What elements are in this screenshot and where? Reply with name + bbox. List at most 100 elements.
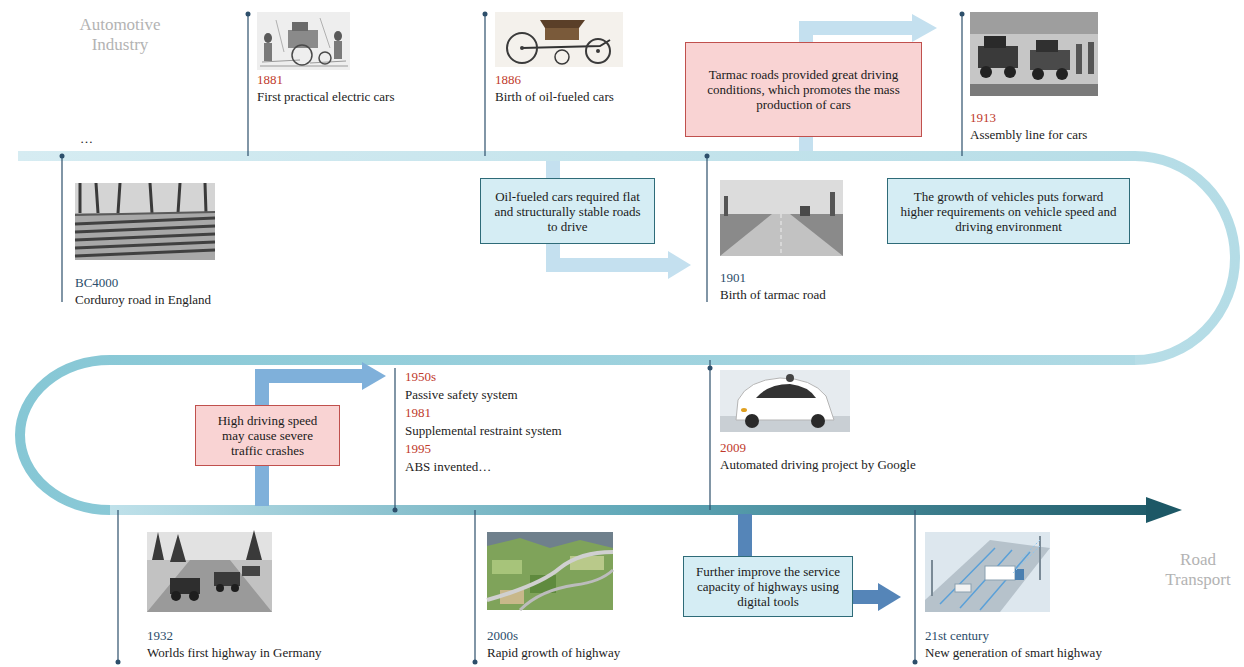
event-label: Birth of oil-fueled cars (495, 89, 614, 105)
electric-car-engraving (264, 33, 272, 43)
oil-car-photo (555, 50, 569, 64)
callout-text: The growth of vehicles puts forward high… (897, 189, 1120, 234)
electric-car-engraving (264, 43, 272, 61)
timeline-band (18, 156, 1235, 360)
assembly-line-photo (984, 36, 1006, 48)
electric-car-engraving (276, 18, 330, 52)
highway-aerial-photo (487, 552, 613, 600)
year-label: 1913 (970, 110, 996, 126)
highway-aerial-photo (492, 560, 522, 574)
smart-highway-illustration (925, 532, 1050, 612)
year-label: BC4000 (75, 275, 118, 291)
first-highway-photo (242, 566, 260, 576)
event-label: Assembly line for cars (970, 127, 1087, 143)
corduroy-road-photo (80, 183, 206, 213)
tarmac-road-photo (720, 214, 843, 256)
assembly-line-photo (980, 66, 992, 78)
corduroy-road-photo (75, 183, 215, 260)
event-marker (247, 14, 248, 156)
tarmac-road-photo (720, 180, 843, 256)
event-marker (483, 12, 488, 17)
oil-car-photo (507, 33, 537, 63)
assembly-line-photo (1004, 66, 1016, 78)
electric-car-engraving (257, 12, 350, 70)
first-highway-photo (171, 591, 181, 601)
event-marker (246, 12, 251, 17)
first-highway-photo (147, 530, 272, 612)
assembly-line-photo (970, 84, 1098, 96)
electric-car-engraving (292, 45, 312, 65)
assembly-line-photo (970, 12, 1098, 34)
first-highway-photo (189, 591, 199, 601)
event-marker (484, 14, 485, 156)
event-marker (60, 154, 65, 159)
year-label: 1901 (720, 270, 746, 286)
tarmac-road-photo (830, 192, 835, 216)
event-label: Rapid growth of highway (487, 645, 620, 661)
oil-car-photo (545, 28, 579, 40)
assembly-line-photo (1088, 42, 1094, 74)
timeline-band (20, 360, 1135, 510)
event-label: Passive safety system (405, 387, 518, 403)
automated-car-photo (741, 408, 747, 412)
event-marker (706, 156, 707, 302)
event-marker (709, 360, 710, 510)
smart-highway-illustration (1015, 569, 1024, 580)
axis-title: Road Transport (1156, 550, 1240, 590)
event-marker (960, 12, 965, 17)
event-label: Birth of tarmac road (720, 287, 826, 303)
event-marker (60, 12, 965, 665)
event-marker (474, 510, 475, 662)
oil-car-photo (495, 12, 623, 67)
tarmac-road-photo (720, 180, 843, 256)
event-marker (473, 660, 478, 665)
year-label: 1995 (405, 441, 431, 457)
corduroy-road-photo (75, 212, 215, 215)
oil-car-photo (520, 46, 524, 50)
oil-car-photo (540, 20, 585, 28)
callout-text: Further improve the service capacity of … (693, 564, 843, 609)
first-highway-photo (231, 584, 239, 592)
assembly-line-photo (1056, 68, 1068, 80)
event-marker (914, 510, 915, 662)
smart-highway-illustration (1012, 540, 1040, 574)
year-label: 2009 (720, 440, 746, 456)
oil-car-photo (596, 49, 600, 53)
assembly-line-photo (1076, 44, 1082, 74)
corduroy-road-photo (75, 183, 215, 260)
event-marker (116, 660, 121, 665)
electric-car-engraving (257, 12, 350, 70)
electric-car-engraving (292, 22, 308, 31)
corduroy-road-photo (75, 218, 215, 256)
oil-car-photo (586, 39, 610, 63)
timeline-band (18, 156, 1235, 523)
consequence-callout: High driving speed may cause severe traf… (195, 405, 340, 466)
assembly-line-photo (970, 12, 1098, 96)
year-label: 21st century (925, 628, 989, 644)
electric-car-engraving (319, 52, 331, 64)
oil-car-photo (495, 12, 623, 67)
assembly-line-photo (1032, 68, 1044, 80)
event-label: Supplemental restraint system (405, 423, 562, 439)
event-marker (705, 154, 710, 159)
event-label: Automated driving project by Google (720, 457, 916, 473)
first-highway-photo (214, 572, 240, 586)
callout-text: High driving speed may cause severe traf… (205, 413, 330, 458)
assembly-line-photo (1030, 50, 1070, 70)
event-label: First practical electric cars (257, 89, 395, 105)
cause-callout: The growth of vehicles puts forward high… (887, 178, 1130, 244)
highway-aerial-photo (487, 532, 613, 610)
tarmac-road-photo (781, 214, 782, 256)
flow-arrow (362, 362, 386, 390)
highway-aerial-photo (487, 532, 613, 610)
highway-aerial-photo (487, 532, 613, 548)
tarmac-road-photo (800, 206, 810, 216)
event-label: Corduroy road in England (75, 292, 211, 308)
automated-car-photo (786, 374, 794, 382)
event-marker (117, 510, 118, 662)
event-label: ABS invented… (405, 459, 491, 475)
flow-arrow (668, 251, 691, 279)
event-marker (708, 366, 713, 371)
